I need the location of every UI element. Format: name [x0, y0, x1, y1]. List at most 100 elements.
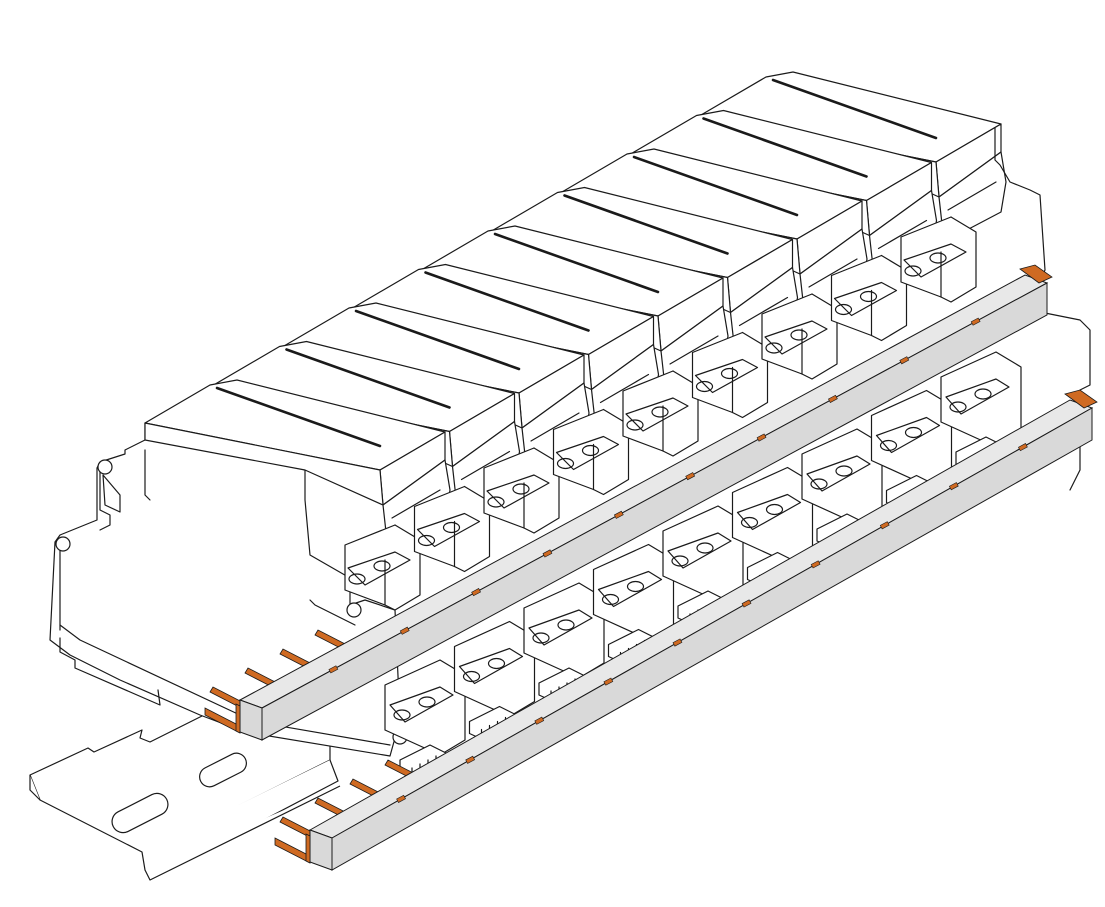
screw-hole — [349, 574, 365, 584]
screw-hole — [861, 292, 877, 302]
screw-hole — [697, 543, 713, 553]
cap-groove — [565, 196, 728, 254]
module-detail-line — [601, 375, 649, 403]
copper-tab — [543, 550, 552, 557]
screw-hole — [558, 459, 574, 469]
screw-hole — [652, 407, 668, 417]
copper-end-vertical — [306, 834, 310, 863]
copper-tab — [604, 678, 613, 685]
cap-groove — [356, 311, 519, 369]
screw-hole — [444, 523, 460, 533]
cap-groove — [217, 388, 380, 446]
copper-tab — [1018, 443, 1027, 450]
copper-tab — [614, 511, 623, 518]
screw-hole — [791, 330, 807, 340]
screw-hole — [627, 420, 643, 430]
copper-tab — [971, 318, 980, 325]
cap-groove — [773, 80, 936, 138]
terminal-block — [554, 410, 629, 495]
copper-end-vertical — [236, 704, 240, 733]
screw-hole — [930, 253, 946, 263]
copper-tab — [949, 483, 958, 490]
screw-hole — [766, 343, 782, 353]
copper-tab — [880, 522, 889, 529]
copper-end — [275, 838, 310, 863]
cap-groove — [704, 119, 867, 177]
copper-tab — [400, 627, 409, 634]
screw-hole — [374, 561, 390, 571]
terminal-pocket — [738, 495, 801, 530]
screw-hole — [975, 389, 991, 399]
busbar — [275, 390, 1097, 870]
screw-hole — [836, 466, 852, 476]
screw-hole — [558, 620, 574, 630]
screw-hole — [603, 595, 619, 605]
module-detail-line — [670, 336, 718, 364]
terminal-block — [693, 333, 768, 418]
screw-hole — [419, 536, 435, 546]
terminal-block — [345, 525, 420, 610]
copper-tab — [686, 473, 695, 480]
copper-tab — [742, 600, 751, 607]
terminal-pocket — [946, 379, 1009, 414]
cap-groove — [495, 234, 658, 292]
screw-hole — [489, 659, 505, 669]
screw-hole — [742, 518, 758, 528]
screw-hole — [697, 382, 713, 392]
terminal-pocket — [877, 418, 940, 453]
cap-groove — [287, 350, 450, 408]
screw-hole — [513, 484, 529, 494]
screw-hole — [881, 441, 897, 451]
copper-end-right — [1065, 390, 1097, 408]
breaker-cap — [145, 380, 450, 550]
screw-hole — [464, 672, 480, 682]
copper-tab — [900, 357, 909, 364]
module-detail-line — [531, 413, 579, 441]
copper-tab — [757, 434, 766, 441]
screw-hole — [905, 266, 921, 276]
breaker-caps — [145, 72, 1006, 550]
copper-tab — [535, 717, 544, 724]
cap-left-face — [145, 423, 383, 505]
screw-hole — [672, 556, 688, 566]
terminal-block — [484, 448, 559, 533]
terminal-pocket — [599, 572, 662, 607]
terminal-pocket — [668, 533, 731, 568]
terminal-pocket — [807, 456, 870, 491]
terminal-block — [623, 371, 698, 456]
screw-hole — [419, 697, 435, 707]
busbar — [205, 265, 1052, 740]
screw-hole — [722, 369, 738, 379]
screw-hole — [906, 428, 922, 438]
screw-hole — [583, 446, 599, 456]
terminal-pocket — [390, 687, 453, 722]
terminal-pocket — [460, 649, 523, 684]
copper-tab — [397, 795, 406, 802]
screw-hole — [394, 710, 410, 720]
module-detail-line — [392, 490, 440, 518]
copper-tab — [811, 561, 820, 568]
terminal-block — [762, 294, 837, 379]
screw-hole — [836, 305, 852, 315]
terminal-block — [832, 256, 907, 341]
module-detail-line — [809, 259, 857, 287]
upper-terminal-row — [345, 217, 976, 610]
copper-tab — [466, 756, 475, 763]
terminal-block — [415, 487, 490, 572]
module-detail-line — [462, 452, 510, 480]
busbars — [205, 265, 1097, 870]
cap-groove — [426, 273, 589, 331]
screw-hole — [950, 402, 966, 412]
module-detail-line — [879, 221, 927, 249]
screw-hole — [533, 633, 549, 643]
screw-hole — [488, 497, 504, 507]
terminal-pocket — [529, 610, 592, 645]
module-detail-line — [740, 298, 788, 326]
copper-tab — [828, 395, 837, 402]
screw-hole — [811, 479, 827, 489]
copper-tab — [673, 639, 682, 646]
copper-tab — [472, 588, 481, 595]
module-detail-line — [948, 182, 996, 210]
cap-groove — [634, 157, 797, 215]
